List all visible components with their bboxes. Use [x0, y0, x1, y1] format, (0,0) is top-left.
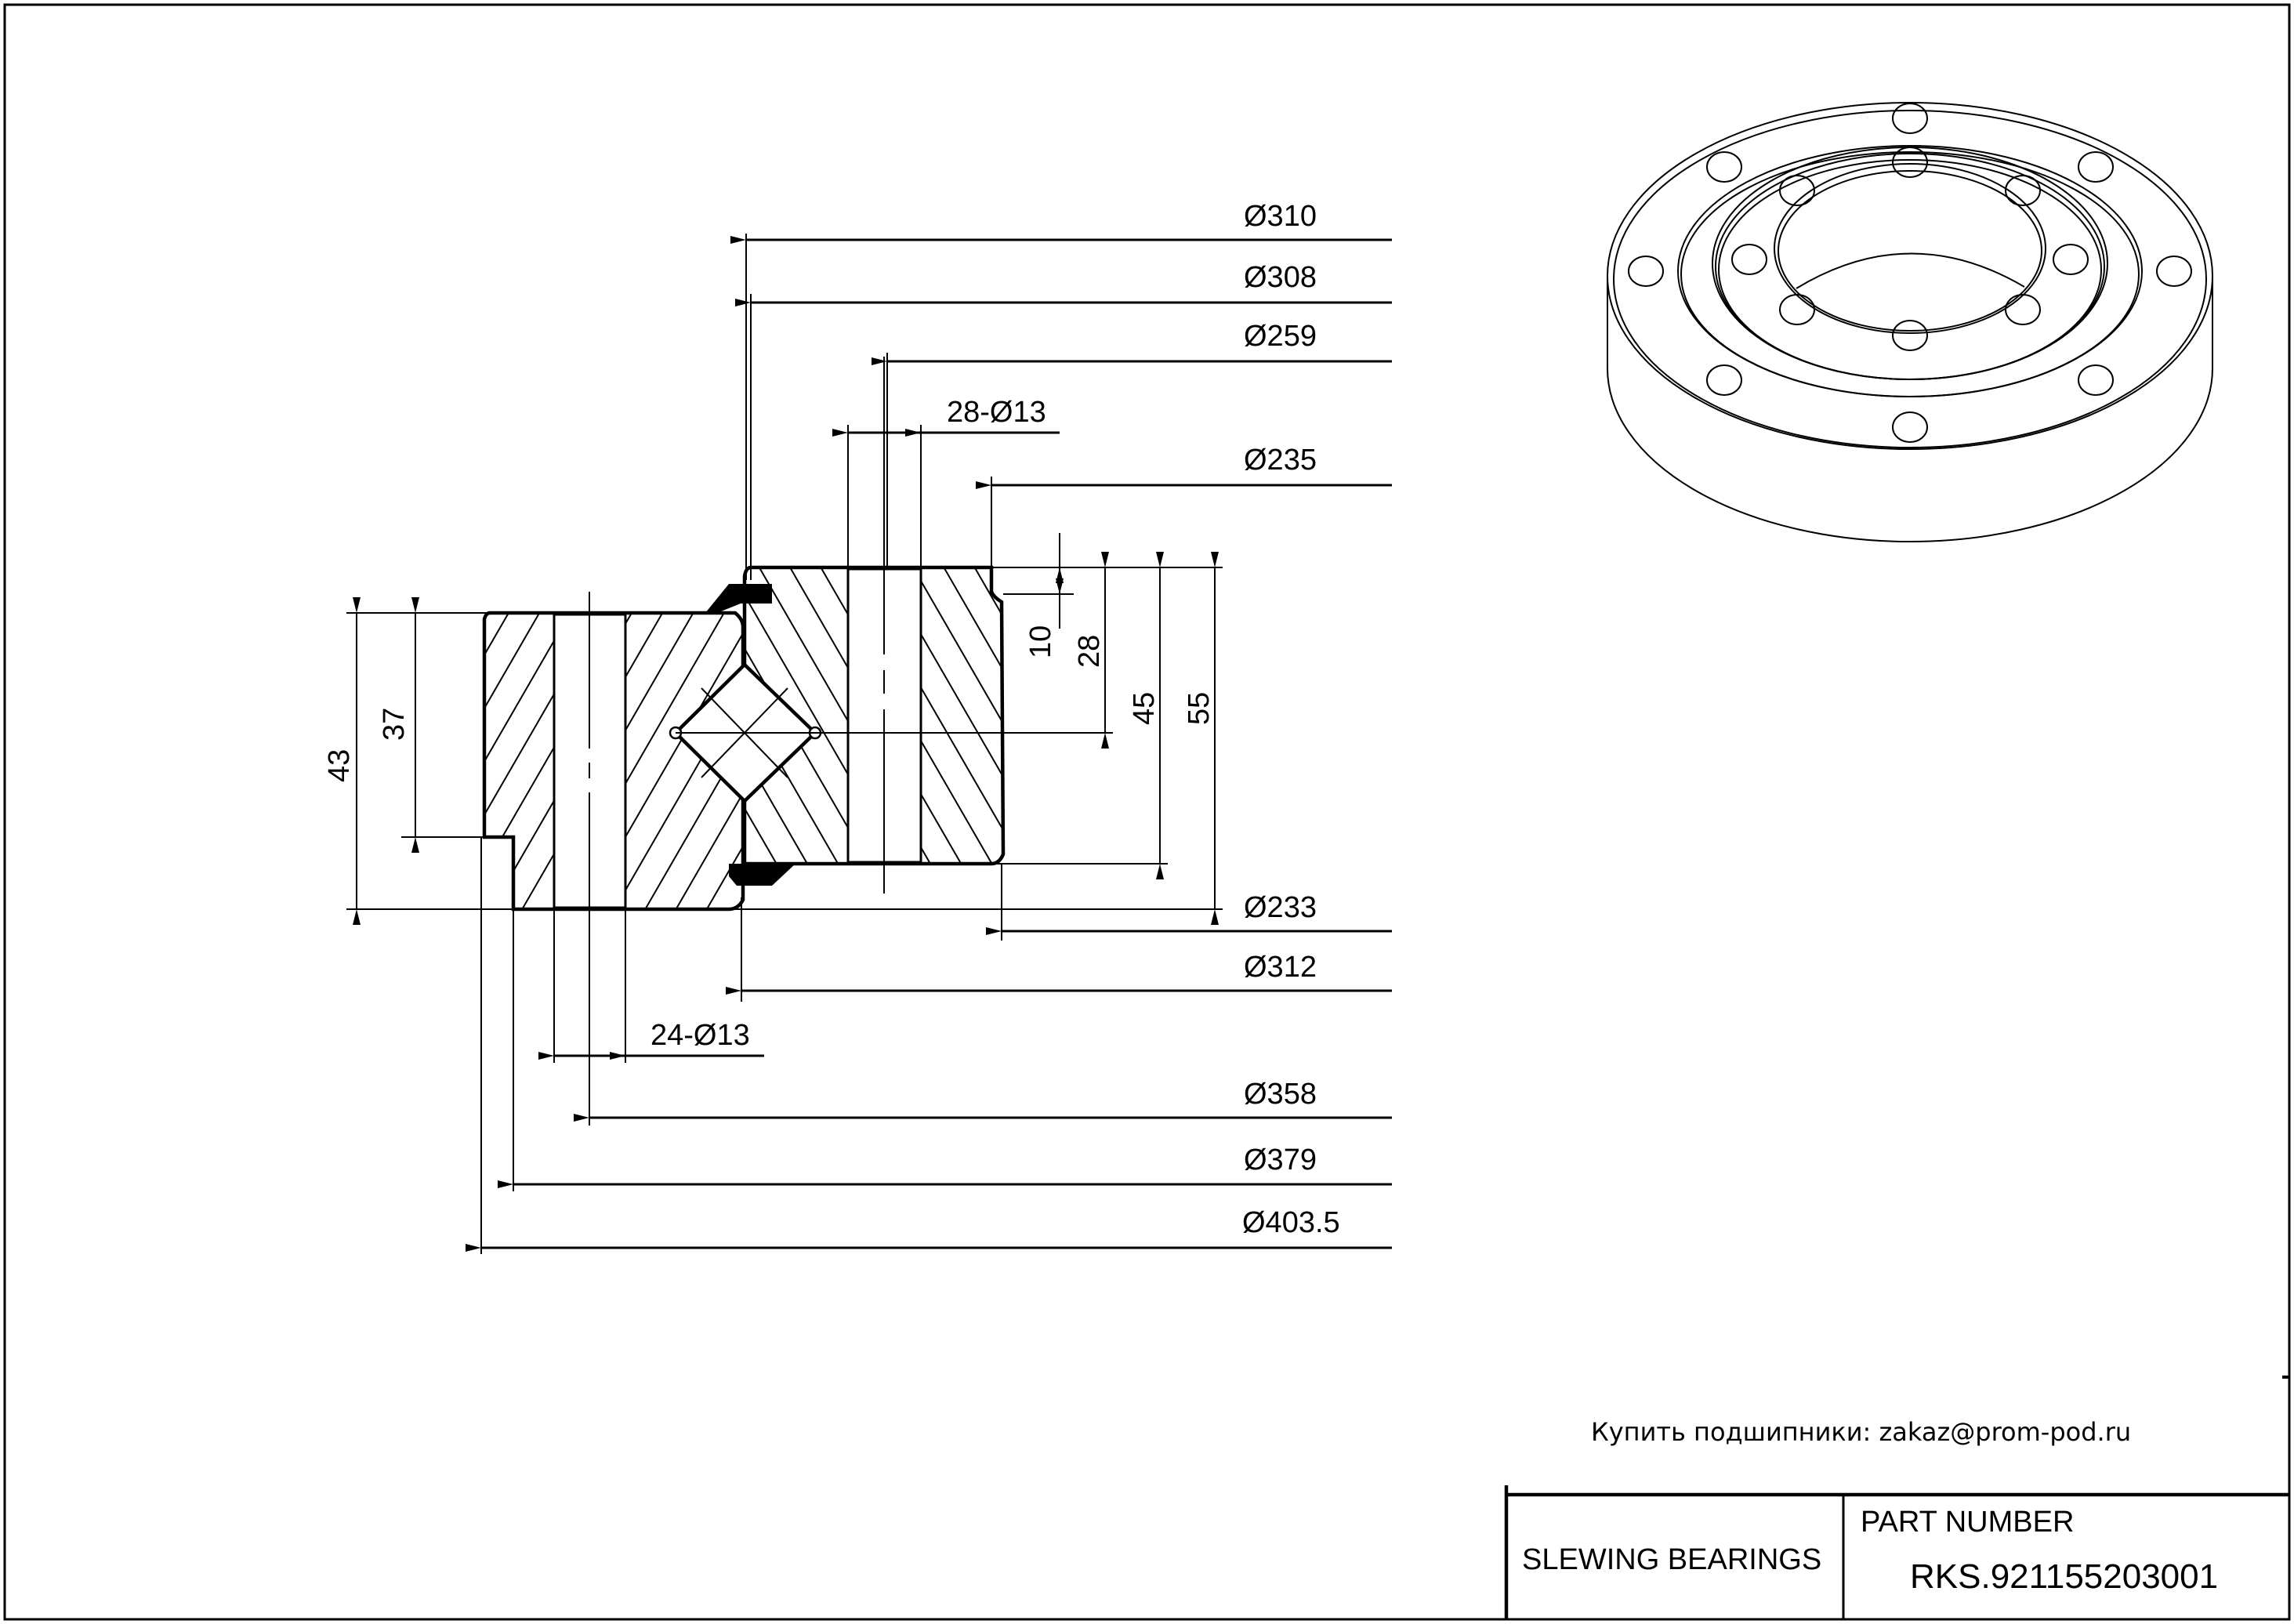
- dim-h43: 43: [323, 749, 356, 782]
- dim-d403: Ø403.5: [1242, 1206, 1340, 1239]
- seal-bottom: [729, 864, 795, 886]
- dim-d310: Ø310: [1244, 200, 1317, 233]
- isometric-view: [1607, 102, 2213, 542]
- sheet-border: [3, 3, 2291, 1621]
- dimensions-top: Ø310 Ø308 Ø259 28-Ø13 Ø235: [730, 200, 1392, 580]
- dimensions-bottom: Ø233 Ø312 24-Ø13 Ø358 Ø379 Ø403.5: [466, 837, 1392, 1254]
- dimensions-heights-right: 10 28 45 55: [676, 533, 1223, 925]
- inner-ring-holes: [1731, 147, 2089, 351]
- dim-h10: 10: [1024, 625, 1057, 658]
- title-category: SLEWING BEARINGS: [1522, 1543, 1821, 1576]
- dim-h45: 45: [1128, 692, 1161, 725]
- dim-h55: 55: [1183, 692, 1216, 725]
- dimensions-heights-left: 43 37: [323, 597, 513, 925]
- dim-d235: Ø235: [1244, 444, 1317, 477]
- dim-d312: Ø312: [1244, 951, 1317, 984]
- dim-h37: 37: [378, 708, 411, 741]
- title-block: SLEWING BEARINGS PART NUMBER RKS.9211552…: [1504, 1485, 2289, 1619]
- dim-d358: Ø358: [1244, 1078, 1317, 1111]
- dim-outer-holes: 24-Ø13: [651, 1019, 750, 1052]
- dim-d233: Ø233: [1244, 891, 1317, 924]
- cross-section: [482, 357, 1006, 1121]
- part-number-label: PART NUMBER: [1861, 1506, 2074, 1539]
- order-note: Купить подшипники: zakaz@prom-pod.ru: [1591, 1417, 2131, 1447]
- dim-d259: Ø259: [1244, 320, 1317, 353]
- outer-ring-holes: [1628, 103, 2192, 443]
- dim-d379: Ø379: [1244, 1144, 1317, 1176]
- dim-h28: 28: [1073, 635, 1106, 668]
- dim-inner-holes: 28-Ø13: [947, 396, 1046, 429]
- part-number-value: RKS.921155203001: [1910, 1557, 2218, 1596]
- dim-d308: Ø308: [1244, 261, 1317, 294]
- seal-top: [705, 584, 772, 613]
